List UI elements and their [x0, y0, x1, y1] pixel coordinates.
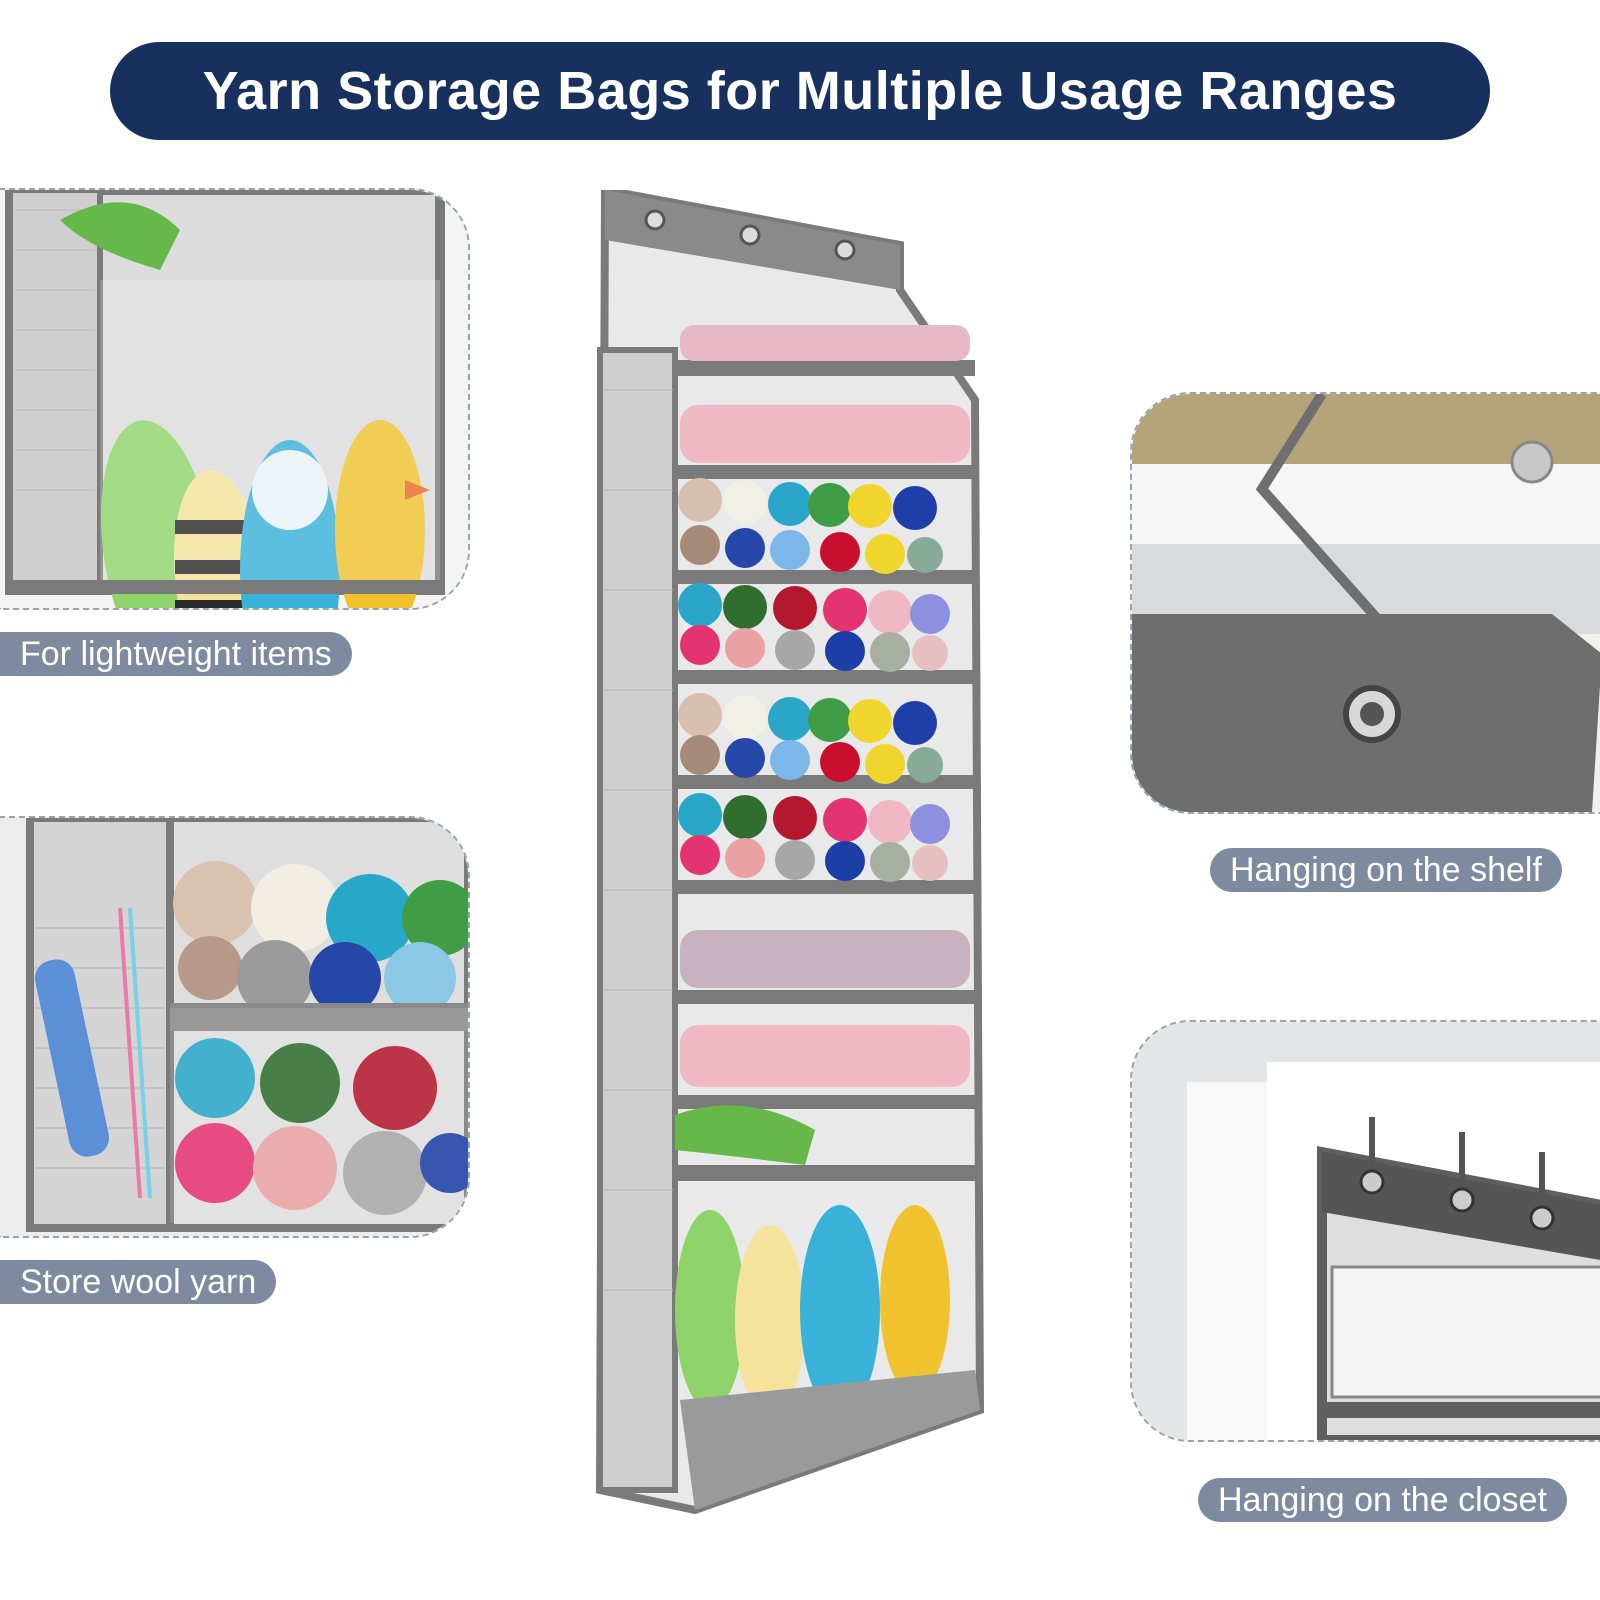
organizer-photo [595, 190, 995, 1520]
label-wool-yarn: Store wool yarn [0, 1260, 277, 1304]
shelf-hook-photo [1130, 392, 1600, 814]
lightweight-items-photo [0, 188, 470, 610]
label-hanging-closet: Hanging on the closet [1198, 1478, 1567, 1522]
page-title-text: Yarn Storage Bags for Multiple Usage Ran… [202, 61, 1398, 121]
label-lightweight-items: For lightweight items [0, 632, 352, 676]
page-title: Yarn Storage Bags for Multiple Usage Ran… [110, 42, 1490, 140]
label-hanging-shelf: Hanging on the shelf [1210, 848, 1562, 892]
closet-door-photo [1130, 1020, 1600, 1442]
wool-yarn-photo [0, 816, 470, 1238]
